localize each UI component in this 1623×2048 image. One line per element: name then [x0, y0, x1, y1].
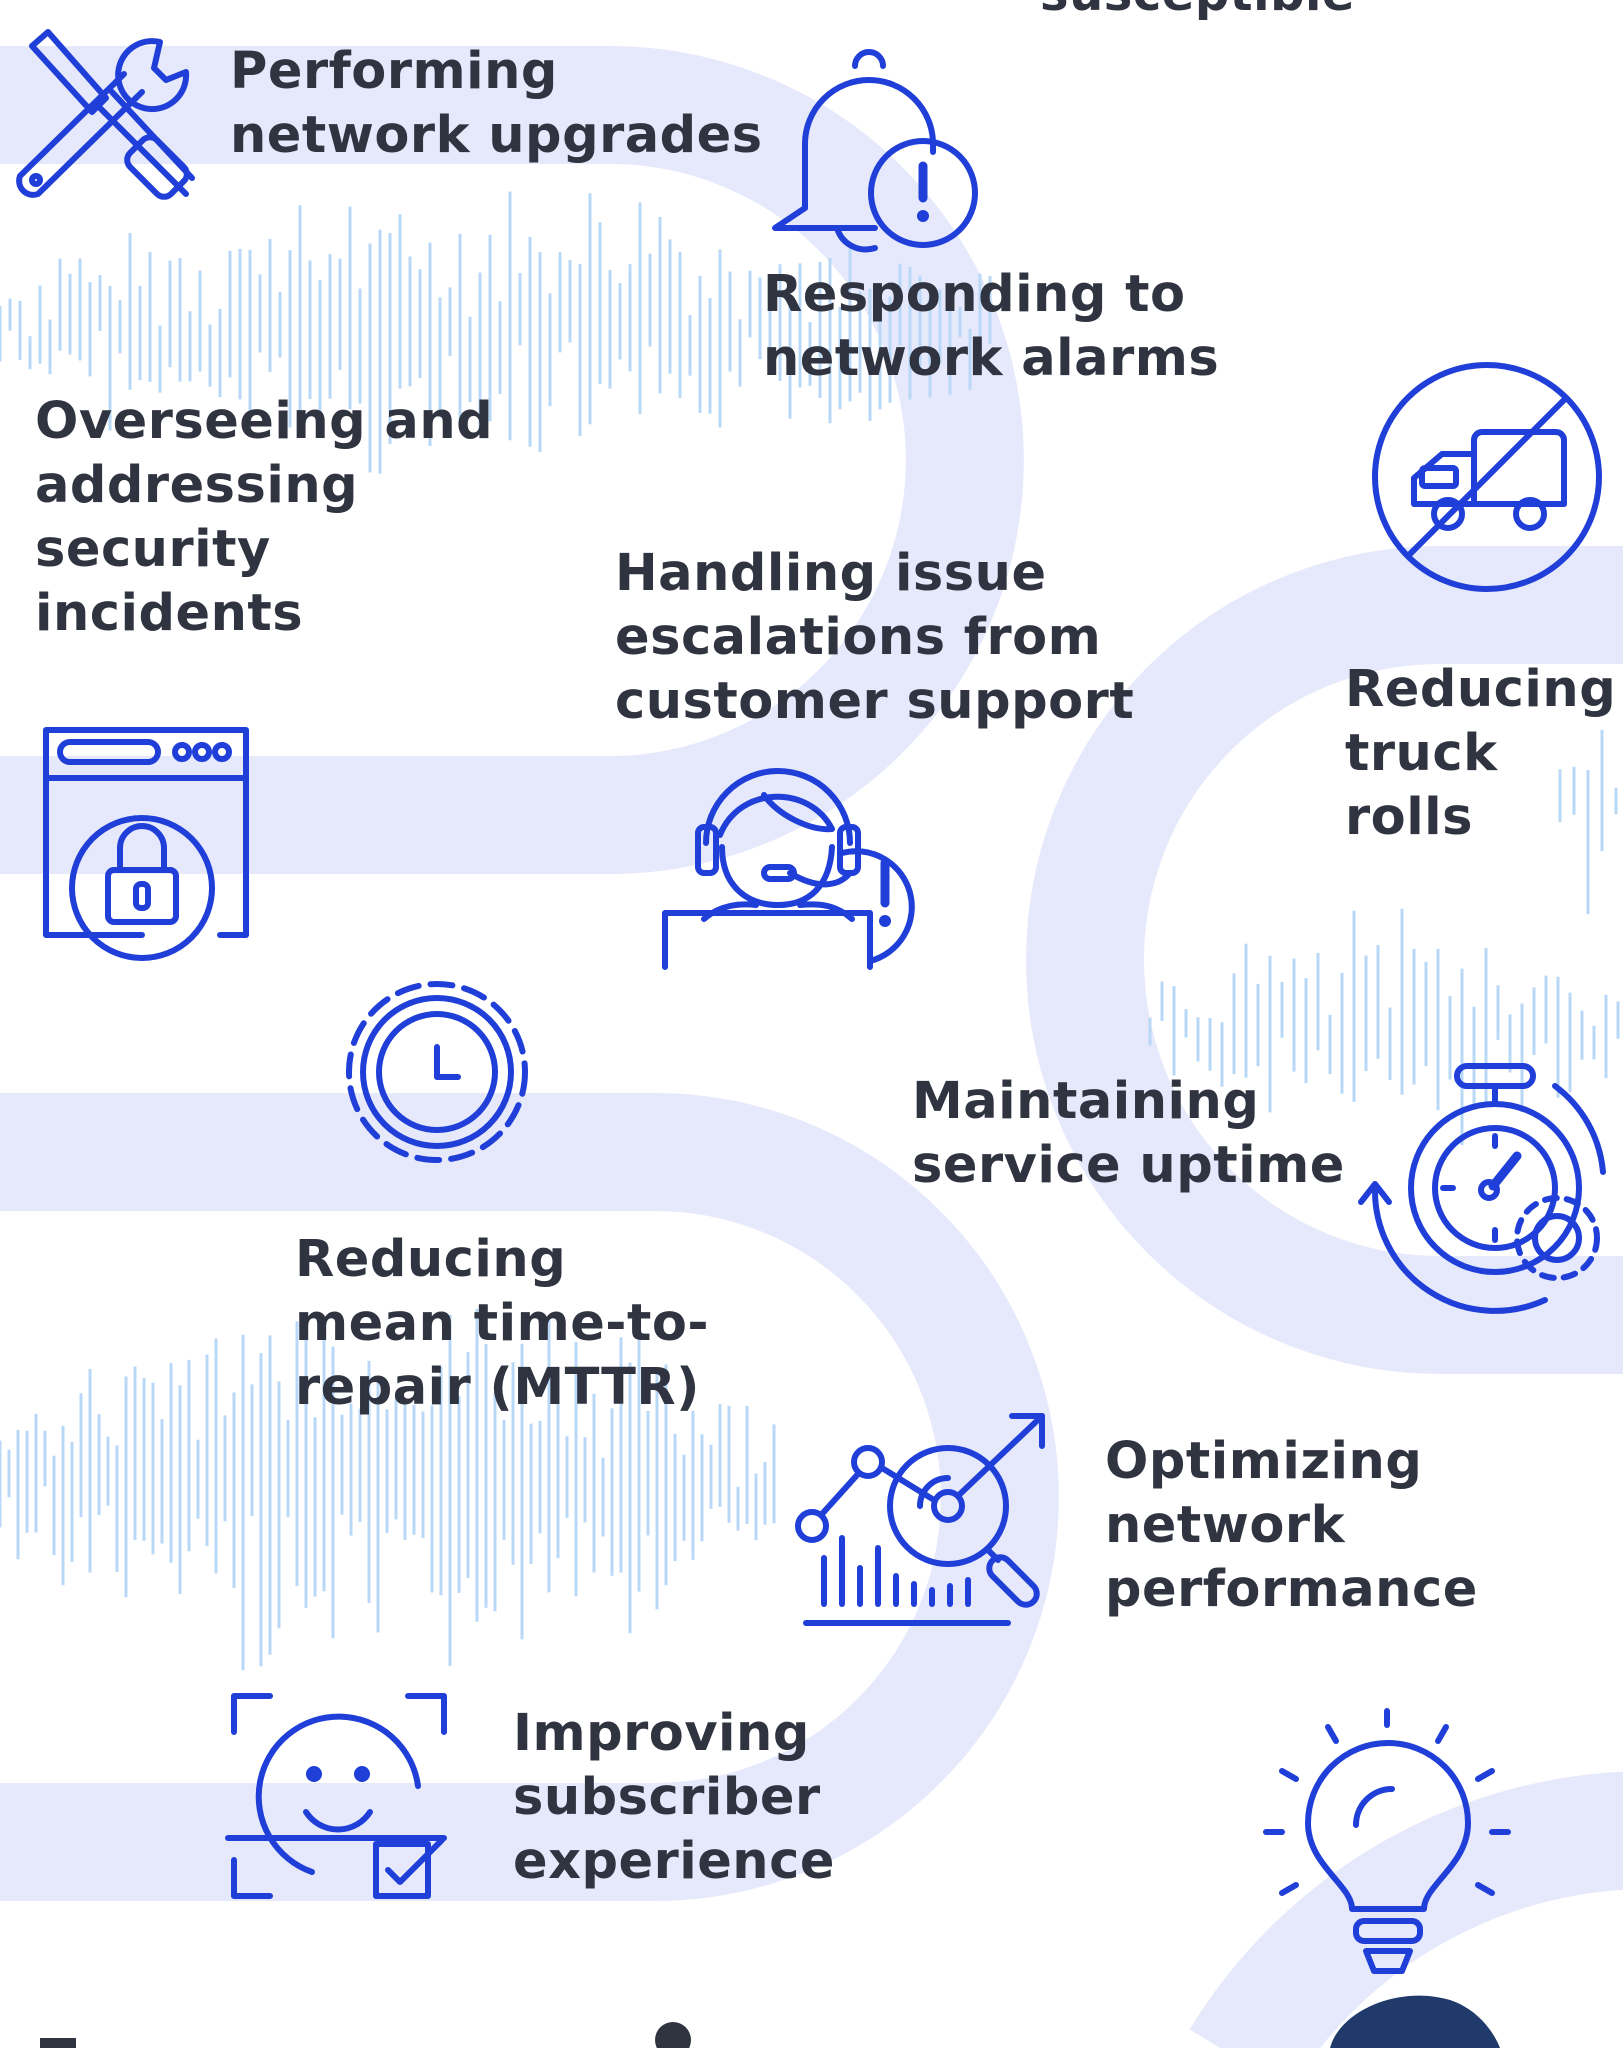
- dark-blob-shape: [1330, 1995, 1500, 2048]
- face-scan-icon: [225, 1690, 450, 1902]
- stopwatch-gear-icon: [1355, 1062, 1615, 1314]
- gear-clock-icon: [330, 965, 545, 1180]
- item-label-security-incidents: Overseeing and addressing security incid…: [35, 392, 494, 643]
- waveform-decoration: [0, 191, 1620, 1671]
- item-label-network-performance: Optimizing network performance: [1105, 1432, 1478, 1619]
- browser-lock-icon: [32, 720, 252, 961]
- support-agent-icon: [660, 755, 955, 975]
- no-truck-icon: [1370, 360, 1605, 595]
- item-label-truck-rolls: Reducing truck rolls: [1345, 660, 1617, 847]
- item-label-service-uptime: Maintaining service uptime: [912, 1072, 1345, 1195]
- header-partial-text: susceptible: [1040, 0, 1355, 26]
- dark-dash-shape: [40, 2038, 76, 2048]
- lightbulb-icon: [1260, 1705, 1515, 1985]
- analytics-magnifier-icon: [790, 1408, 1050, 1633]
- item-label-network-alarms: Responding to network alarms: [763, 265, 1220, 388]
- wrench-screwdriver-icon: [10, 18, 200, 208]
- item-label-mttr: Reducing mean time-to- repair (MTTR): [295, 1230, 710, 1417]
- alarm-bell-icon: [765, 48, 985, 253]
- item-label-network-upgrades: Performing network upgrades: [230, 42, 763, 165]
- item-label-support-escalations: Handling issue escalations from customer…: [615, 544, 1135, 731]
- item-label-subscriber-experience: Improving subscriber experience: [513, 1704, 835, 1891]
- dark-dot-shape: [655, 2022, 691, 2048]
